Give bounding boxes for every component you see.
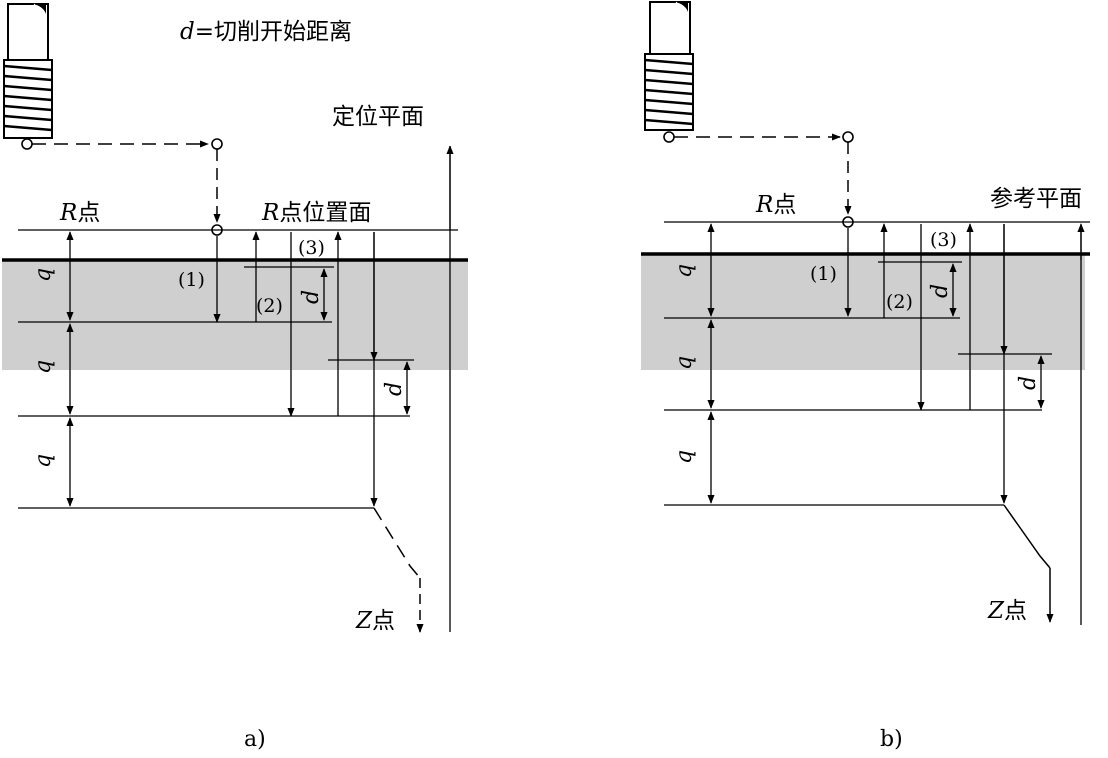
- panel-b: 参考平面 R点 Z点 q q q d d (1) (2) (3) b): [641, 1, 1090, 752]
- retract-path-a: [373, 507, 421, 579]
- workpiece-layer-a: [2, 260, 468, 370]
- step-label-3-a: (3): [298, 237, 325, 259]
- step-label-2-a: (2): [256, 295, 283, 317]
- d-label-2-a: d: [382, 382, 407, 396]
- caption-a: a): [244, 727, 266, 752]
- top-plane-label-b: 参考平面: [990, 186, 1082, 212]
- q-label-2-a: q: [31, 360, 56, 374]
- step-label-3-b: (3): [930, 229, 957, 251]
- z-point-label-b: Z点: [987, 598, 1027, 624]
- tool-tip-point-b: [663, 131, 675, 143]
- drill-tool-icon-a: [3, 3, 53, 139]
- d-label-2-b: d: [1016, 376, 1041, 390]
- d-label-1-a: d: [299, 290, 324, 304]
- q-label-3-b: q: [672, 450, 697, 464]
- workpiece-layer-b: [641, 254, 1085, 370]
- step-label-1-b: (1): [810, 263, 837, 285]
- positioning-point-a: [211, 138, 223, 150]
- q-label-3-a: q: [31, 454, 56, 468]
- step-label-1-a: (1): [178, 269, 205, 291]
- d-label-1-b: d: [928, 284, 953, 298]
- panel-a: d=切削开始距离 定位平面 R点 R点位置面 Z点 q q q d d (1) …: [2, 3, 468, 752]
- q-label-1-a: q: [31, 268, 56, 282]
- z-point-label-a: Z点: [355, 608, 395, 634]
- r-point-label-b: R点: [755, 192, 796, 218]
- r-point-label-a: R点: [59, 200, 100, 226]
- caption-b: b): [880, 727, 903, 752]
- tool-tip-point-a: [21, 138, 33, 150]
- q-label-1-b: q: [672, 264, 697, 278]
- q-label-2-b: q: [672, 356, 697, 370]
- step-label-2-b: (2): [886, 291, 913, 313]
- drill-tool-icon-b: [644, 1, 694, 131]
- top-plane-label-a: 定位平面: [332, 104, 424, 130]
- definition-label-a: d=切削开始距离: [180, 19, 352, 45]
- positioning-point-b: [842, 131, 854, 143]
- r-plane-label-a: R点位置面: [261, 200, 371, 226]
- retract-path-b: [1003, 504, 1051, 569]
